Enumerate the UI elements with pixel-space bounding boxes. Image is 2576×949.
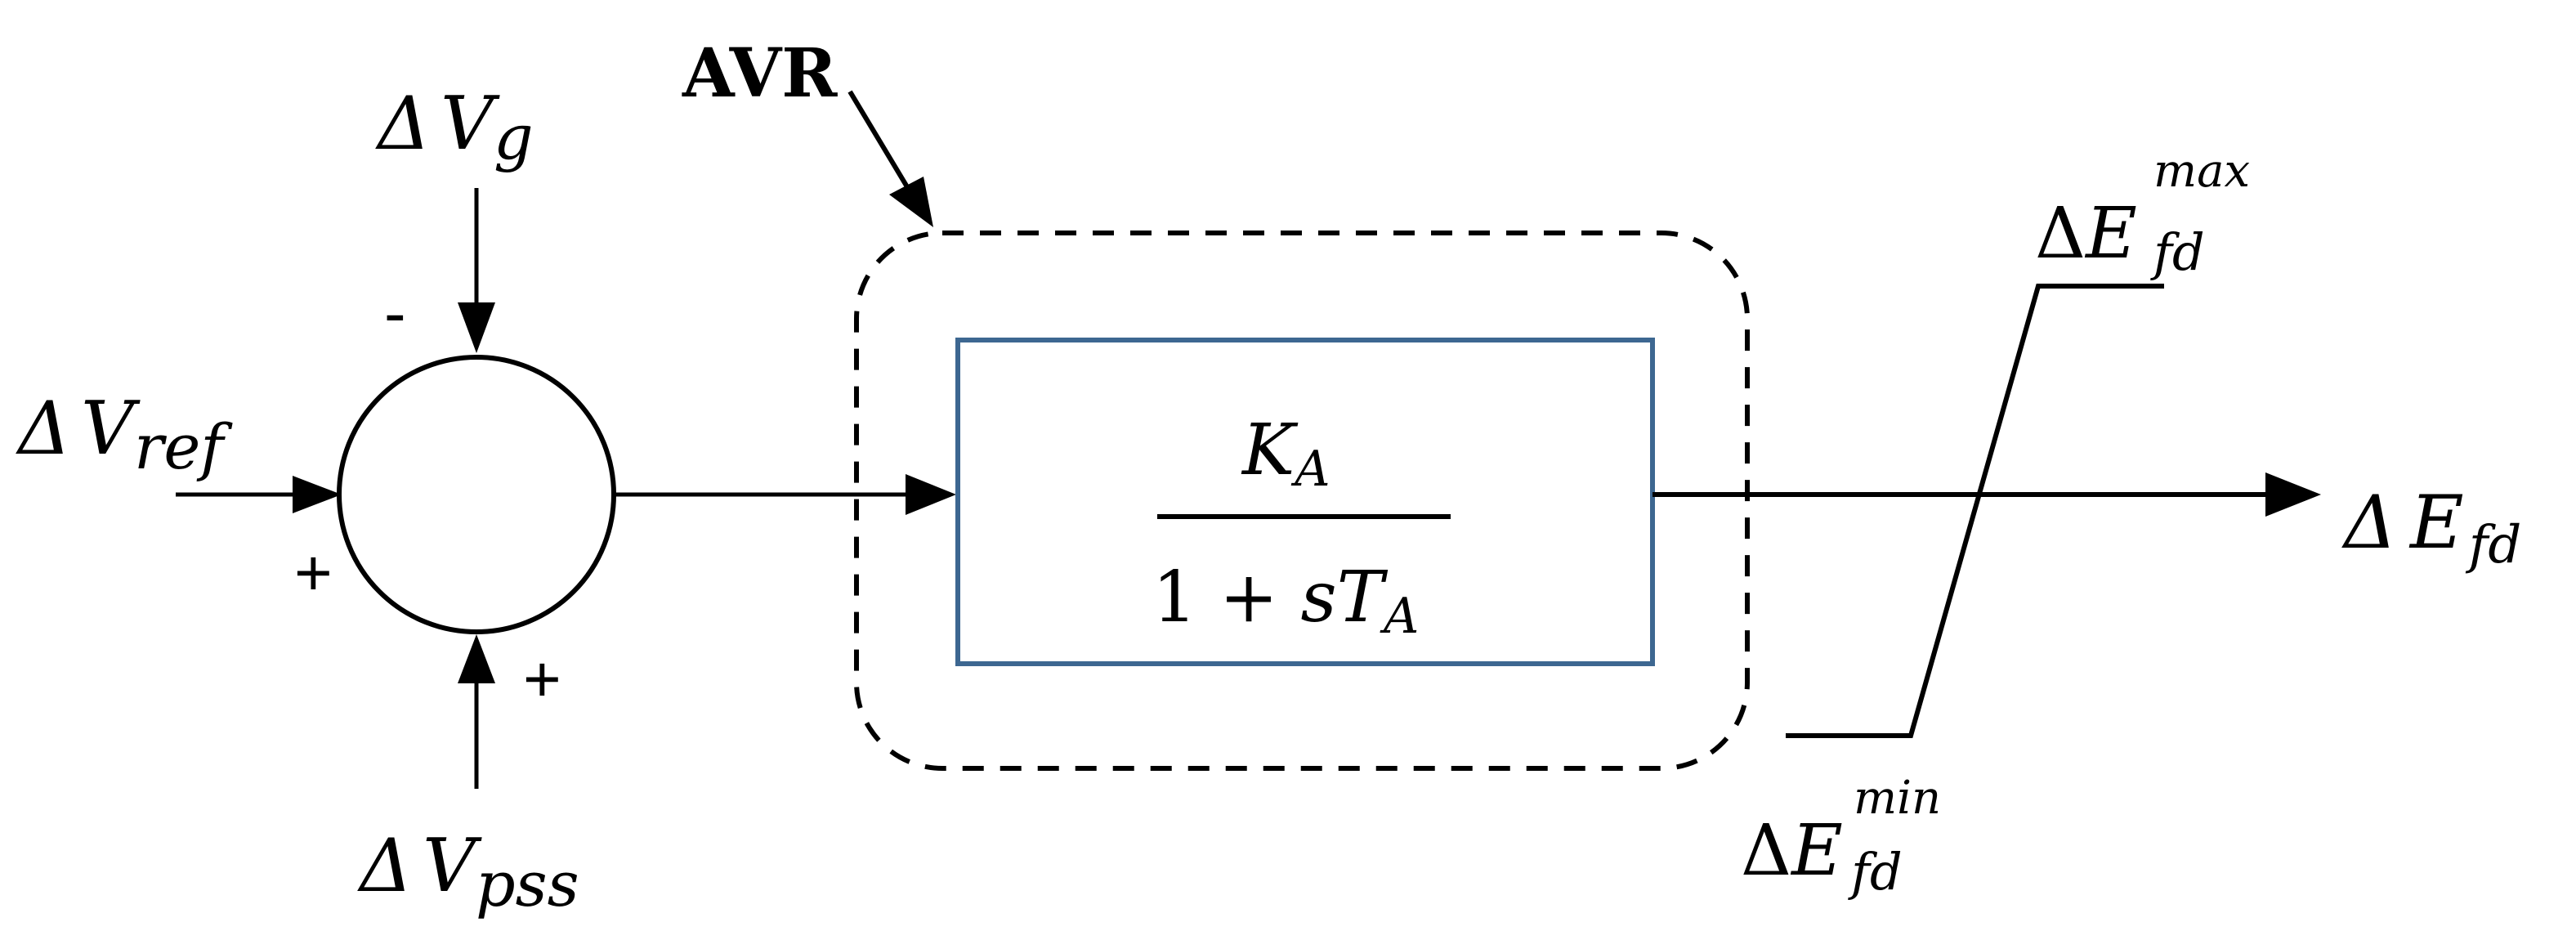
output-arrowhead	[2265, 472, 2321, 517]
vpss-input-arrowhead	[458, 634, 495, 683]
efd-min-superscript: min	[1854, 772, 1941, 825]
avr-boundary	[854, 231, 1750, 771]
tf-denominator: 1 + sTA	[1152, 557, 1419, 645]
transfer-function-block	[955, 338, 1655, 666]
vg-input-arrowhead	[458, 302, 495, 353]
efd-max-label: ΔE	[2035, 193, 2137, 275]
avr-pointer-line	[847, 90, 911, 191]
plus-sign-bottom: +	[523, 642, 561, 715]
efd-max-subscript: fd	[2150, 222, 2205, 282]
vref-input-arrowhead	[293, 476, 342, 513]
plus-sign-left: +	[294, 536, 333, 609]
tf-numerator: KA	[1241, 410, 1330, 498]
error-signal-arrowhead	[906, 474, 956, 515]
summing-junction	[337, 355, 616, 634]
minus-sign: -	[384, 276, 406, 349]
efd-max-superscript: max	[2153, 145, 2250, 198]
limiter-symbol	[1786, 284, 2164, 738]
avr-label: AVR	[682, 34, 838, 113]
efd-min-subscript: fd	[1848, 842, 1903, 902]
efd-min-label: ΔE	[1741, 810, 1843, 892]
avr-pointer-arrowhead	[889, 177, 933, 227]
